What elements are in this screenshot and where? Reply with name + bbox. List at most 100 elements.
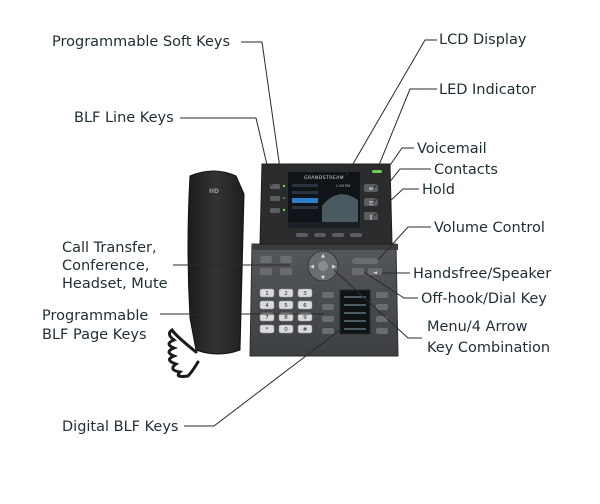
soft-key[interactable] — [332, 233, 344, 237]
dial-key-label: 4 — [265, 303, 269, 309]
conference-key[interactable] — [280, 256, 292, 263]
digital-blf-key[interactable] — [376, 292, 388, 298]
handset — [187, 170, 245, 355]
soft-key[interactable] — [296, 233, 308, 237]
led-indicator — [372, 170, 382, 173]
dial-key[interactable] — [278, 312, 294, 322]
leader-digital-blf — [184, 329, 341, 427]
voicemail-key[interactable] — [364, 184, 378, 192]
digital-blf-row — [344, 320, 366, 322]
dial-key[interactable] — [259, 300, 275, 310]
handsfree-key[interactable] — [368, 268, 382, 275]
blf-led — [282, 208, 286, 212]
headset-key[interactable] — [260, 268, 272, 275]
soft-key[interactable] — [314, 233, 326, 237]
dial-key-label: 9 — [303, 315, 307, 321]
dial-key-label: 0 — [284, 327, 288, 333]
label-contacts: Contacts — [434, 162, 498, 178]
dial-key-label: 2 — [284, 291, 288, 297]
label-blf-line-keys: BLF Line Keys — [74, 110, 174, 126]
lcd-softkey-bar — [288, 222, 360, 228]
blf-led — [282, 184, 286, 188]
dial-key[interactable] — [297, 324, 313, 334]
lcd-clock: 1:58 PM — [336, 184, 350, 188]
nav-right-icon: ▶ — [332, 264, 336, 270]
dial-key[interactable] — [259, 324, 275, 334]
label-offhook-dial: Off-hook/Dial Key — [421, 291, 547, 307]
digital-blf-row — [344, 312, 366, 314]
label-menu-arrow-line1: Menu/4 Arrow — [427, 319, 528, 335]
dial-key[interactable] — [297, 300, 313, 310]
lcd-brand: GRANDSTREAM — [304, 175, 344, 181]
contacts-icon: ☰ — [369, 201, 374, 207]
menu-ok-key[interactable] — [318, 261, 328, 271]
contacts-key[interactable] — [364, 198, 378, 206]
dial-key-label: 8 — [284, 315, 288, 321]
dial-key[interactable] — [297, 312, 313, 322]
leader-offhook — [363, 271, 418, 299]
blf-page-key[interactable] — [322, 328, 334, 334]
nav-down-icon: ▼ — [321, 275, 325, 281]
leader-lcd — [345, 39, 437, 177]
leader-blf-line — [180, 117, 273, 187]
label-handsfree-speaker: Handsfree/Speaker — [413, 266, 551, 282]
leader-hold — [373, 188, 419, 217]
dial-key-label: 1 — [265, 291, 269, 297]
dial-key-label: # — [303, 327, 308, 333]
hold-key[interactable] — [364, 212, 378, 220]
dial-key[interactable] — [278, 300, 294, 310]
lcd-line-row — [292, 206, 318, 209]
leader-soft-keys — [241, 41, 290, 233]
label-hold: Hold — [422, 182, 455, 198]
dial-key-label: * — [266, 327, 269, 333]
blf-line-key[interactable] — [270, 196, 280, 201]
label-call-transfer-line1: Call Transfer, — [62, 240, 157, 256]
key-panel — [252, 244, 398, 250]
nav-up-icon: ▲ — [321, 253, 325, 259]
label-blf-page-line2: BLF Page Keys — [42, 327, 147, 343]
dial-key[interactable] — [278, 324, 294, 334]
digital-blf-row — [344, 328, 366, 330]
dial-key[interactable] — [259, 312, 275, 322]
leader-voicemail — [373, 147, 414, 189]
dial-key[interactable] — [259, 288, 275, 298]
blf-line-key[interactable] — [270, 184, 280, 189]
label-voicemail: Voicemail — [417, 141, 487, 157]
dial-key-label: 7 — [265, 315, 269, 321]
lcd-line-selected — [292, 198, 318, 203]
leader-menu-arrow — [333, 269, 422, 339]
label-led-indicator: LED Indicator — [439, 82, 536, 98]
blf-page-key[interactable] — [322, 292, 334, 298]
nav-left-icon: ◀ — [310, 264, 314, 270]
blf-line-key[interactable] — [270, 208, 280, 213]
digital-blf-key[interactable] — [376, 328, 388, 334]
digital-blf-key[interactable] — [376, 316, 388, 322]
lcd-line-row — [292, 191, 318, 194]
blf-page-key[interactable] — [322, 316, 334, 322]
mute-key[interactable] — [280, 268, 292, 275]
blf-page-key[interactable] — [322, 304, 334, 310]
label-call-transfer-line2: Conference, — [62, 258, 149, 274]
dial-key[interactable] — [297, 288, 313, 298]
leader-volume — [377, 226, 431, 261]
label-volume-control: Volume Control — [434, 220, 545, 236]
label-lcd-display: LCD Display — [439, 32, 527, 48]
digital-blf-row — [344, 304, 366, 306]
label-menu-arrow-line2: Key Combination — [427, 340, 550, 356]
leader-contacts — [373, 168, 431, 203]
soft-key[interactable] — [350, 233, 362, 237]
volume-key[interactable] — [352, 258, 378, 264]
digital-blf-key[interactable] — [376, 304, 388, 310]
label-digital-blf-keys: Digital BLF Keys — [62, 419, 178, 435]
lcd-line-row — [292, 184, 318, 187]
transfer-key[interactable] — [260, 256, 272, 263]
dial-key[interactable] — [278, 288, 294, 298]
leader-led — [376, 88, 437, 171]
dial-key-label: 6 — [303, 303, 307, 309]
label-blf-page-line1: Programmable — [42, 308, 148, 324]
offhook-key[interactable] — [352, 268, 364, 275]
label-programmable-soft-keys: Programmable Soft Keys — [52, 34, 230, 50]
digital-blf-row — [344, 296, 366, 298]
